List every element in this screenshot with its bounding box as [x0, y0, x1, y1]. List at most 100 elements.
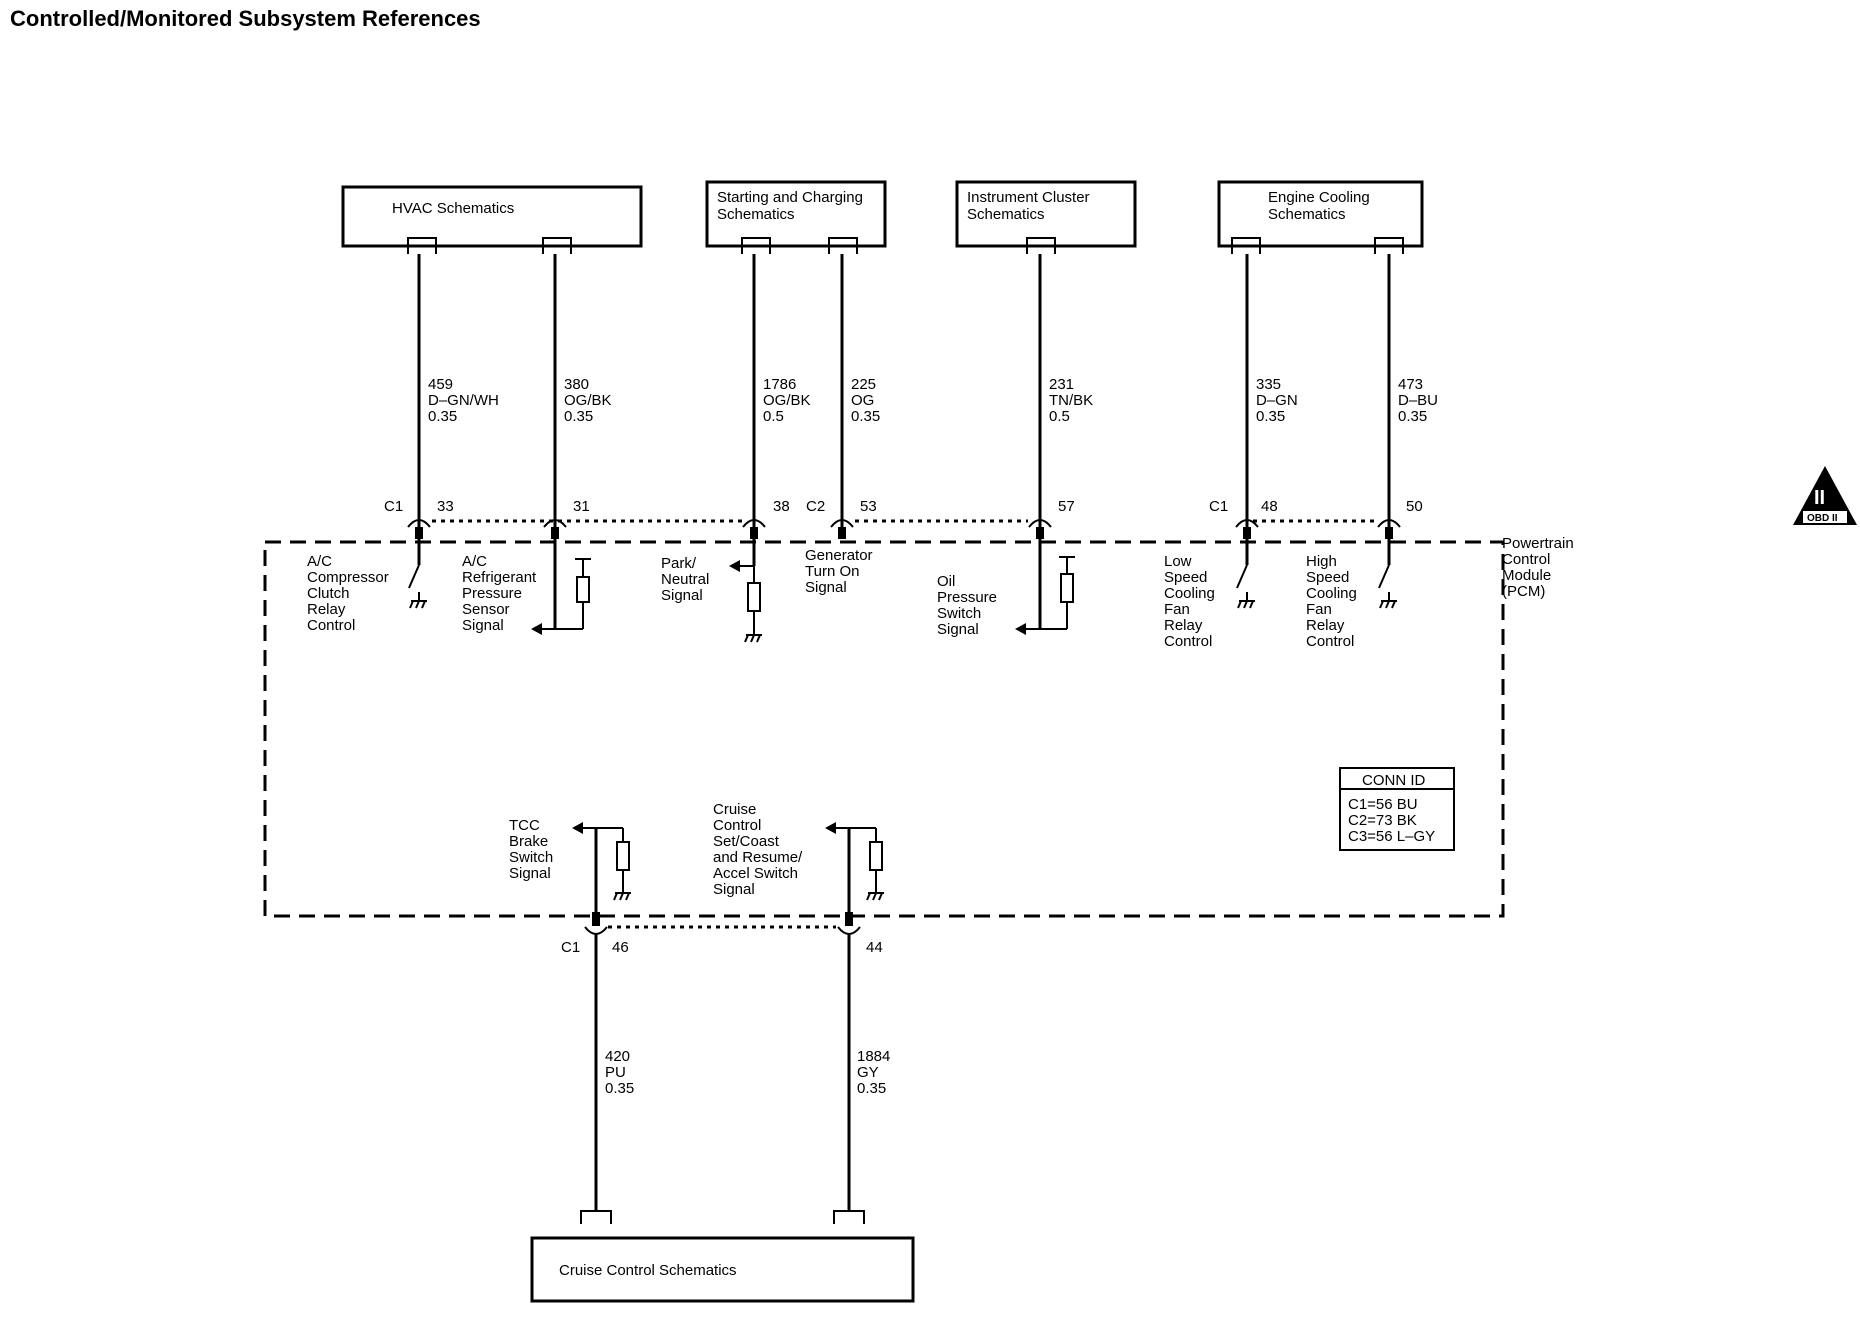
svg-text:II: II	[1814, 487, 1825, 509]
svg-text:1884: 1884	[857, 1048, 890, 1065]
svg-text:225: 225	[851, 376, 876, 393]
svg-text:231: 231	[1049, 376, 1074, 393]
svg-text:Sensor: Sensor	[462, 601, 510, 618]
connector-c2: C2	[806, 498, 825, 515]
svg-text:Relay: Relay	[307, 601, 346, 618]
svg-text:D–GN: D–GN	[1256, 392, 1298, 409]
ac-clutch-switch	[408, 539, 427, 609]
obd-ii-badge-icon: II OBD II	[1793, 466, 1857, 525]
oil-pressure-circuit	[1015, 539, 1075, 635]
svg-text:Powertrain: Powertrain	[1502, 535, 1574, 552]
svg-text:Pressure: Pressure	[462, 585, 522, 602]
instrument-cluster-schematics-box[interactable]: Instrument Cluster Schematics	[955, 180, 1137, 248]
svg-text:Signal: Signal	[937, 621, 979, 638]
top-terminals	[407, 237, 1404, 1224]
wire-label-1884: 1884 GY 0.35	[857, 1048, 890, 1097]
pin-53: 53	[860, 498, 877, 515]
starting-charging-schematics-box[interactable]: Starting and Charging Schematics	[705, 180, 887, 248]
cruise-switch-label: Cruise Control Set/Coast and Resume/ Acc…	[713, 801, 803, 898]
park-neutral-label: Park/ Neutral Signal	[661, 555, 709, 604]
svg-text:Accel Switch: Accel Switch	[713, 865, 798, 882]
tcc-brake-switch-label: TCC Brake Switch Signal	[509, 817, 553, 882]
svg-text:Control: Control	[307, 617, 355, 634]
svg-text:Signal: Signal	[661, 587, 703, 604]
svg-text:1786: 1786	[763, 376, 796, 393]
svg-text:A/C: A/C	[307, 553, 332, 570]
svg-text:Signal: Signal	[805, 579, 847, 596]
pcm-boundary	[263, 540, 1505, 918]
svg-text:Brake: Brake	[509, 833, 548, 850]
wire-label-380: 380 OG/BK 0.35	[564, 376, 612, 425]
conn-id-c1: C1=56 BU	[1348, 796, 1418, 813]
bottom-connector-pins	[584, 912, 861, 1211]
svg-text:Relay: Relay	[1164, 617, 1203, 634]
high-speed-fan-switch	[1378, 539, 1397, 609]
svg-text:Module: Module	[1502, 567, 1551, 584]
svg-text:0.5: 0.5	[1049, 408, 1070, 425]
pin-50: 50	[1406, 498, 1423, 515]
svg-text:Low: Low	[1164, 553, 1192, 570]
svg-text:(PCM): (PCM)	[1502, 583, 1545, 600]
svg-text:Signal: Signal	[509, 865, 551, 882]
engine-cooling-schematics-box[interactable]: Engine Cooling Schematics	[1217, 180, 1424, 248]
svg-text:Compressor: Compressor	[307, 569, 389, 586]
svg-text:Control: Control	[1502, 551, 1550, 568]
starting-box-label-1: Starting and Charging	[717, 189, 863, 206]
pin-46: 46	[612, 939, 629, 956]
svg-text:Speed: Speed	[1306, 569, 1349, 586]
connector-c1-right: C1	[1209, 498, 1228, 515]
low-speed-fan-label: Low Speed Cooling Fan Relay Control	[1164, 553, 1215, 650]
conn-id-heading: CONN ID	[1362, 772, 1426, 789]
svg-text:Set/Coast: Set/Coast	[713, 833, 780, 850]
svg-text:TCC: TCC	[509, 817, 540, 834]
svg-text:473: 473	[1398, 376, 1423, 393]
svg-text:Signal: Signal	[462, 617, 504, 634]
wire-label-225: 225 OG 0.35	[851, 376, 880, 425]
svg-text:Cooling: Cooling	[1164, 585, 1215, 602]
cruise-control-schematics-box[interactable]: Cruise Control Schematics	[530, 1236, 915, 1303]
pin-48: 48	[1261, 498, 1278, 515]
svg-text:OG/BK: OG/BK	[564, 392, 612, 409]
svg-text:Control: Control	[713, 817, 761, 834]
hvac-schematics-box[interactable]: HVAC Schematics	[341, 185, 643, 248]
top-wires	[417, 254, 1391, 528]
svg-text:and Resume/: and Resume/	[713, 849, 803, 866]
conn-id-c2: C2=73 BK	[1348, 812, 1417, 829]
svg-text:Generator: Generator	[805, 547, 873, 564]
svg-text:Clutch: Clutch	[307, 585, 350, 602]
connector-c1-bottom: C1	[561, 939, 580, 956]
svg-text:Control: Control	[1306, 633, 1354, 650]
instrument-box-label-2: Schematics	[967, 206, 1045, 223]
ac-pressure-circuit	[531, 539, 591, 635]
svg-text:380: 380	[564, 376, 589, 393]
cooling-box-label-2: Schematics	[1268, 206, 1346, 223]
svg-text:Oil: Oil	[937, 573, 955, 590]
ac-pressure-sensor-label: A/C Refrigerant Pressure Sensor Signal	[462, 553, 537, 634]
svg-text:D–BU: D–BU	[1398, 392, 1438, 409]
svg-text:A/C: A/C	[462, 553, 487, 570]
cruise-switch-circuit	[825, 822, 884, 912]
svg-text:Turn On: Turn On	[805, 563, 859, 580]
svg-text:459: 459	[428, 376, 453, 393]
svg-text:0.5: 0.5	[763, 408, 784, 425]
hvac-box-label: HVAC Schematics	[392, 200, 514, 217]
svg-text:TN/BK: TN/BK	[1049, 392, 1093, 409]
pin-38: 38	[773, 498, 790, 515]
generator-turn-on-label: Generator Turn On Signal	[805, 547, 873, 596]
svg-text:High: High	[1306, 553, 1337, 570]
svg-text:PU: PU	[605, 1064, 626, 1081]
svg-text:Cooling: Cooling	[1306, 585, 1357, 602]
oil-pressure-label: Oil Pressure Switch Signal	[937, 573, 997, 638]
svg-text:Pressure: Pressure	[937, 589, 997, 606]
pcm-label: Powertrain Control Module (PCM)	[1502, 535, 1574, 600]
svg-text:Speed: Speed	[1164, 569, 1207, 586]
svg-text:0.35: 0.35	[428, 408, 457, 425]
svg-text:335: 335	[1256, 376, 1281, 393]
svg-text:0.35: 0.35	[1256, 408, 1285, 425]
svg-text:Park/: Park/	[661, 555, 697, 572]
svg-text:OG/BK: OG/BK	[763, 392, 811, 409]
svg-text:420: 420	[605, 1048, 630, 1065]
svg-text:0.35: 0.35	[851, 408, 880, 425]
conn-id-box: CONN ID C1=56 BU C2=73 BK C3=56 L–GY	[1339, 767, 1455, 851]
svg-text:0.35: 0.35	[564, 408, 593, 425]
